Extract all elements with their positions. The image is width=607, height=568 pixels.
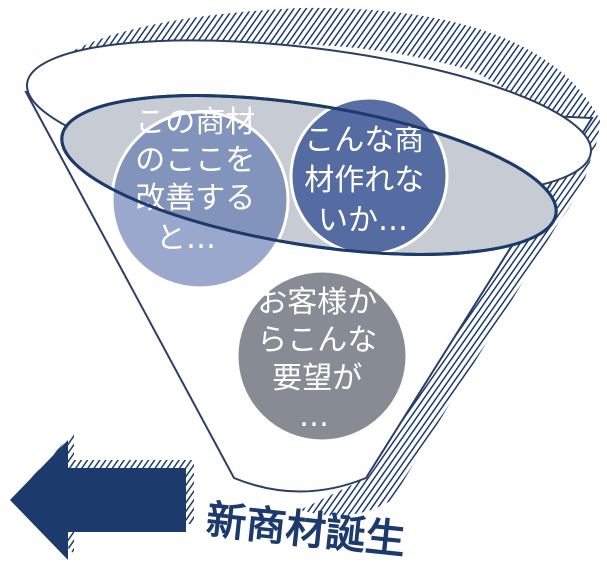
bubble-3-line-2: らこんな xyxy=(257,323,377,358)
bubble-group: この商材 のここを 改善する と… xyxy=(110,105,290,290)
bubble-2-line-3: いか… xyxy=(318,203,408,238)
funnel-rim-back xyxy=(30,7,600,190)
bubble-3-text: お客様か らこんな 要望が … xyxy=(257,285,387,434)
bubble-2-line-1: こんな商 xyxy=(304,123,424,158)
bubble-1: この商材 のここを 改善する と… xyxy=(110,105,290,290)
bubble-3: お客様か らこんな 要望が … xyxy=(235,269,409,443)
bubble-1-line-3: 改善する xyxy=(135,181,255,216)
bubble-1-line-2: のここを xyxy=(135,143,255,178)
bubble-3-line-4: … xyxy=(299,399,329,434)
bubble-2-line-2: 材作れな xyxy=(304,163,424,198)
bubble-1-line-1: この商材 xyxy=(135,105,255,140)
bubble-2-text: こんな商 材作れな いか… xyxy=(304,123,434,238)
bubble-3-line-1: お客様か xyxy=(257,285,377,320)
arrow-left-icon-shape xyxy=(10,440,186,560)
funnel-opening-edge xyxy=(60,94,558,256)
bubble-2: こんな商 材作れな いか… xyxy=(289,96,449,256)
bubble-3-line-3: 要望が xyxy=(272,361,362,396)
arrow-left-icon xyxy=(10,432,194,560)
bubble-1-text: この商材 のここを 改善する と… xyxy=(135,105,265,256)
bubble-1-line-4: と… xyxy=(156,221,216,256)
bubble-1-circle xyxy=(110,110,290,290)
bubble-3-circle xyxy=(235,269,409,443)
